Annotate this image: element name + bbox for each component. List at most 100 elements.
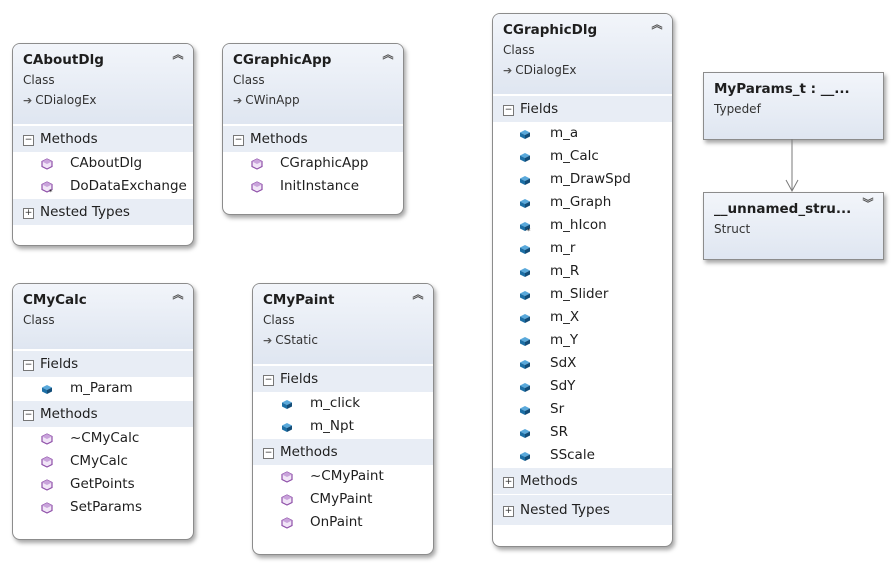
field-icon [520,245,530,254]
field-icon [520,429,530,438]
field-item[interactable]: SScale [493,444,672,467]
section-methods[interactable]: −Methods [253,438,433,465]
method-icon [41,158,53,170]
method-item[interactable]: ~CMyPaint [253,465,433,488]
class-box-cmycalc[interactable]: CMyCalc Class ︽ −Fields m_Param −Methods… [12,283,194,540]
field-icon [520,199,530,208]
section-nested-types[interactable]: +Nested Types [493,494,672,525]
collapse-minus-icon[interactable]: − [503,105,514,116]
collapse-chevron-up-icon[interactable]: ︽ [172,288,184,301]
field-icon [520,314,530,323]
class-name: CMyPaint [263,292,335,308]
field-item[interactable]: m_Npt [253,415,433,438]
section-methods[interactable]: −Methods [13,400,193,427]
field-icon [520,291,530,300]
typedef-box-myparams[interactable]: MyParams_t : __... Typedef [703,72,884,140]
expand-plus-icon[interactable]: + [503,477,514,488]
method-item[interactable]: CMyCalc [13,450,193,473]
method-item[interactable]: GetPoints [13,473,193,496]
section-methods[interactable]: −Methods [13,125,193,152]
typedef-header[interactable]: MyParams_t : __... Typedef [704,73,883,139]
class-kind: Class [23,73,55,87]
section-nested-types[interactable]: +Nested Types [13,198,193,225]
class-kind: Class [263,313,295,327]
class-header[interactable]: CMyPaint Class ➔CStatic ︽ [253,284,433,365]
struct-kind: Struct [714,222,751,236]
field-item[interactable]: m_Slider [493,283,672,306]
field-item[interactable]: m_Y [493,329,672,352]
class-header[interactable]: CGraphicApp Class ➔CWinApp ︽ [223,44,403,125]
section-fields[interactable]: −Fields [13,350,193,377]
method-item[interactable]: *DoDataExchange [13,175,193,198]
class-box-cgraphicapp[interactable]: CGraphicApp Class ➔CWinApp ︽ −Methods CG… [222,43,404,215]
expand-plus-icon[interactable]: + [503,506,514,517]
collapse-chevron-up-icon[interactable]: ︽ [651,18,663,31]
method-icon [281,517,293,529]
class-name: CGraphicDlg [503,22,598,38]
field-item[interactable]: m_click [253,392,433,415]
field-item[interactable]: m_Calc [493,145,672,168]
class-box-cgraphicdlg[interactable]: CGraphicDlg Class ➔CDialogEx ︽ −Fields m… [492,13,673,547]
class-header[interactable]: CMyCalc Class ︽ [13,284,193,350]
field-item[interactable]: m_a [493,122,672,145]
class-name: CGraphicApp [233,52,332,68]
collapse-minus-icon[interactable]: − [263,375,274,386]
expand-chevron-down-icon[interactable]: ︾ [862,197,874,210]
method-icon [251,181,263,193]
method-icon [41,479,53,491]
field-item[interactable]: m_X [493,306,672,329]
field-item[interactable]: m_r [493,237,672,260]
class-box-cmypaint[interactable]: CMyPaint Class ➔CStatic ︽ −Fields m_clic… [252,283,434,555]
field-item[interactable]: m_Graph [493,191,672,214]
struct-name: __unnamed_stru... [714,201,852,217]
typedef-name: MyParams_t : __... [714,81,850,97]
field-item[interactable]: SdX [493,352,672,375]
method-icon [41,502,53,514]
collapse-minus-icon[interactable]: − [23,360,34,371]
field-item[interactable]: SR [493,421,672,444]
method-item[interactable]: CMyPaint [253,488,433,511]
collapse-minus-icon[interactable]: − [23,410,34,421]
field-icon [520,268,530,277]
field-item[interactable]: Sr [493,398,672,421]
method-icon [281,471,293,483]
collapse-chevron-up-icon[interactable]: ︽ [172,48,184,61]
field-icon [520,130,530,139]
field-item[interactable]: m_Param [13,377,193,400]
field-icon [282,423,292,432]
method-item[interactable]: SetParams [13,496,193,519]
svg-text:*: * [49,188,53,193]
method-item[interactable]: CGraphicApp [223,152,403,175]
method-item[interactable]: OnPaint [253,511,433,534]
field-icon [42,385,52,394]
method-item[interactable]: CAboutDlg [13,152,193,175]
svg-text:*: * [527,227,531,232]
method-item[interactable]: ~CMyCalc [13,427,193,450]
section-methods[interactable]: +Methods [493,467,672,494]
connector-arrowhead-icon [785,179,799,193]
field-icon [520,337,530,346]
typedef-kind: Typedef [714,102,761,116]
field-icon [282,400,292,409]
field-item[interactable]: m_DrawSpd [493,168,672,191]
class-box-caboutdlg[interactable]: CAboutDlg Class ➔CDialogEx ︽ −Methods CA… [12,43,194,246]
class-header[interactable]: CAboutDlg Class ➔CDialogEx ︽ [13,44,193,125]
collapse-minus-icon[interactable]: − [263,448,274,459]
collapse-chevron-up-icon[interactable]: ︽ [382,48,394,61]
collapse-chevron-up-icon[interactable]: ︽ [412,288,424,301]
class-header[interactable]: CGraphicDlg Class ➔CDialogEx ︽ [493,14,672,95]
field-item[interactable]: SdY [493,375,672,398]
section-methods[interactable]: −Methods [223,125,403,152]
field-item[interactable]: *m_hIcon [493,214,672,237]
method-item[interactable]: InitInstance [223,175,403,198]
base-class: ➔CDialogEx [503,63,577,77]
struct-header[interactable]: __unnamed_stru... Struct ︾ [704,193,883,259]
struct-box-unnamed[interactable]: __unnamed_stru... Struct ︾ [703,192,884,260]
collapse-minus-icon[interactable]: − [23,135,34,146]
field-item[interactable]: m_R [493,260,672,283]
section-fields[interactable]: −Fields [493,95,672,122]
method-icon [41,456,53,468]
expand-plus-icon[interactable]: + [23,208,34,219]
collapse-minus-icon[interactable]: − [233,135,244,146]
section-fields[interactable]: −Fields [253,365,433,392]
